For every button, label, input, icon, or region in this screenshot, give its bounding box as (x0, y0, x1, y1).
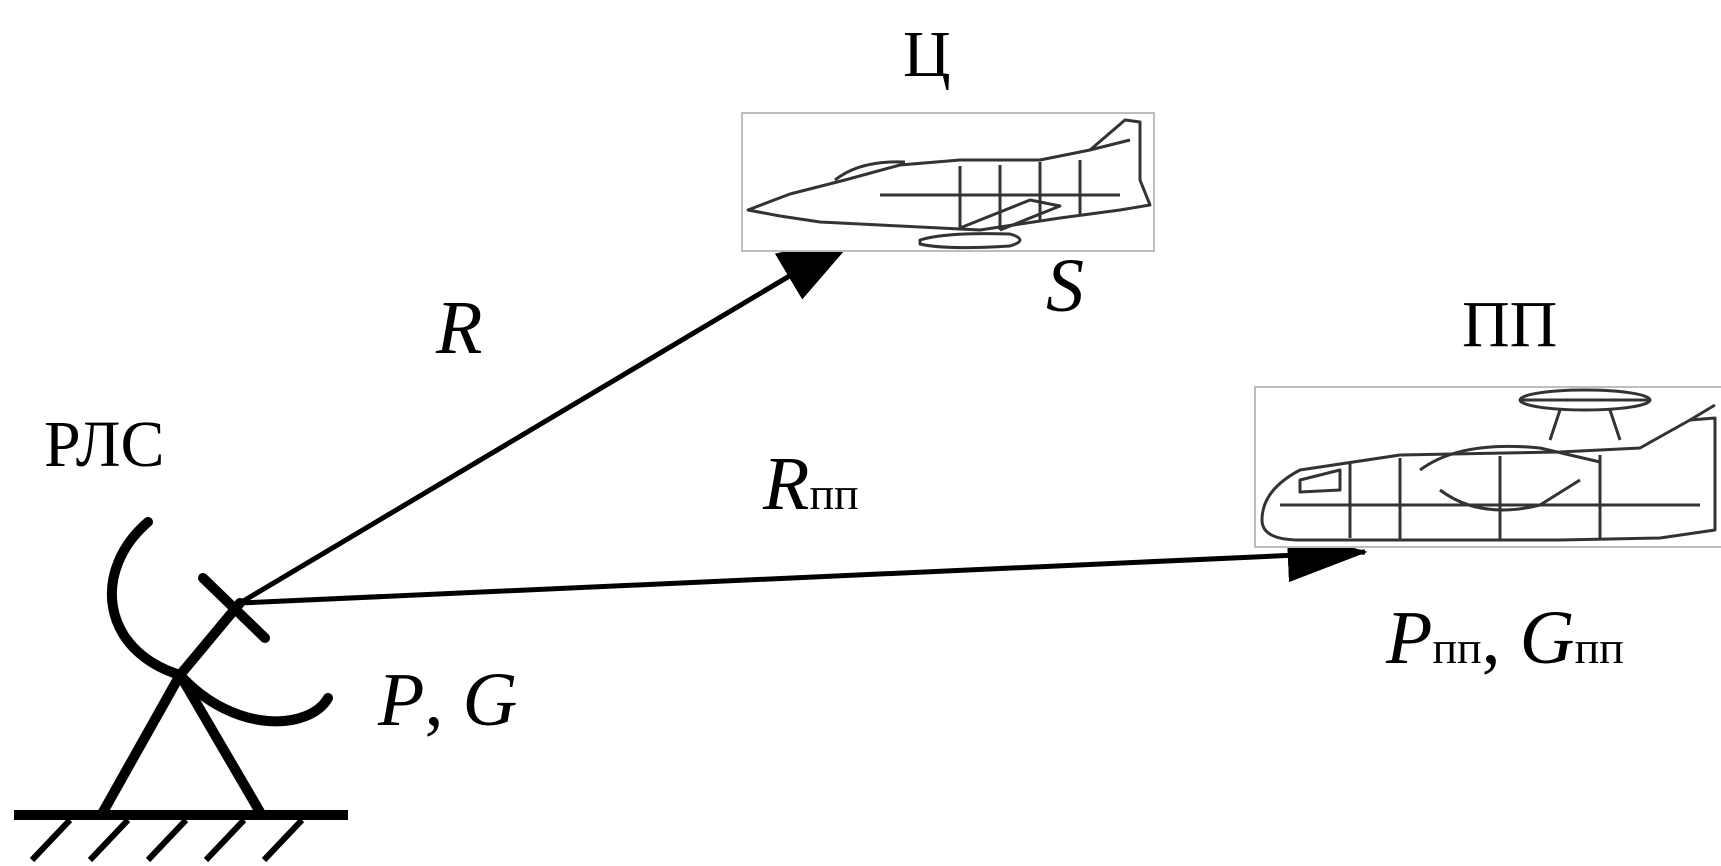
jammer-label: ПП (1462, 288, 1558, 361)
jammer-gain-symbol: G (1519, 596, 1575, 680)
radar-label: РЛС (44, 408, 165, 481)
radar-gain-symbol: G (462, 658, 518, 742)
range-label: R (436, 286, 483, 370)
fighter-jet-icon (741, 112, 1155, 252)
range-arrow-to-jammer (239, 528, 1368, 606)
range-arrow-to-target (238, 234, 858, 606)
jammer-range-subscript: пп (809, 468, 859, 519)
jammer-power-subscript: пп (1432, 622, 1482, 673)
radar-param-separator: , (424, 658, 463, 742)
jammer-power-symbol: P (1386, 596, 1433, 680)
awacs-plane-icon (1254, 386, 1721, 548)
target-label: Ц (903, 18, 951, 91)
target-rcs-label: S (1046, 244, 1084, 328)
radar-antenna-icon (98, 517, 333, 817)
jammer-range-symbol: R (763, 442, 810, 526)
radar-power-symbol: P (378, 658, 425, 742)
jammer-gain-subscript: пп (1574, 622, 1624, 673)
jammer-range-label: Rпп (763, 446, 859, 522)
jammer-params-label: Pпп, Gпп (1386, 600, 1624, 676)
ground-icon (14, 810, 348, 863)
jammer-param-separator: , (1481, 596, 1520, 680)
radar-params-label: P, G (378, 662, 517, 738)
